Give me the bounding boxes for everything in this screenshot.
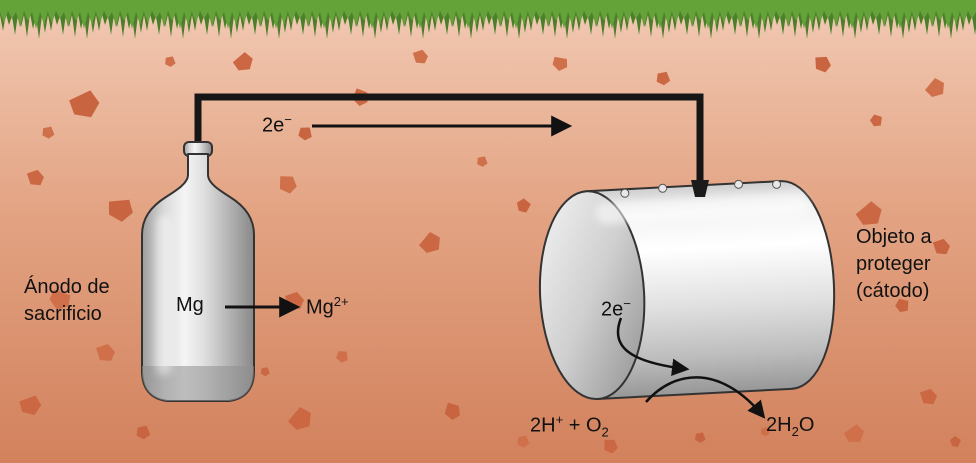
- sacrificial-anode-cylinder: [141, 141, 255, 402]
- anode-label: Ánodo de sacrificio: [24, 274, 110, 328]
- wire-electron-label: 2e−: [262, 106, 292, 140]
- anode-label-line1: Ánodo de: [24, 276, 110, 298]
- wire-clamp: [691, 180, 709, 197]
- mg-ion-sup: 2+: [333, 294, 349, 309]
- tank-left-end: [538, 190, 646, 401]
- tank-electron-label: 2e−: [601, 290, 631, 324]
- wire-electron-text: 2e: [262, 114, 285, 137]
- product-sub: 2: [791, 424, 799, 439]
- grass-strip: [0, 0, 976, 44]
- tank-electron-arrow: [616, 317, 690, 377]
- reactants-sub: 2: [601, 424, 609, 440]
- protected-tank: [538, 179, 836, 401]
- mg-ion-text: Mg: [306, 296, 334, 319]
- tank-body: [585, 180, 836, 401]
- reactants-part2: + O: [563, 414, 602, 437]
- cathode-label-line3: (cátodo): [856, 280, 930, 302]
- product-part1: 2H: [766, 414, 792, 436]
- mg-label: Mg: [176, 294, 204, 316]
- reduction-reaction-arrow: [645, 376, 766, 419]
- reactants-label: 2H+ + O2: [530, 406, 609, 446]
- cathode-label-line2: proteger: [856, 253, 931, 275]
- anode-base-shade: [142, 366, 254, 401]
- reactants-part1: 2H: [530, 414, 556, 437]
- cathode-label: Objeto a proteger (cátodo): [856, 224, 932, 305]
- anode-highlight: [156, 215, 172, 375]
- tank-electron-text: 2e: [601, 298, 624, 321]
- product-label: 2H2O: [766, 412, 814, 445]
- cathode-label-line1: Objeto a: [856, 226, 932, 248]
- reactants-sup: +: [555, 412, 564, 427]
- anode-label-line2: sacrificio: [24, 303, 102, 325]
- tank-electron-sup: −: [623, 296, 631, 311]
- product-part2: O: [798, 414, 815, 436]
- wire-electron-sup: −: [284, 112, 292, 127]
- tank-highlight: [595, 192, 808, 225]
- mg-ion-label: Mg2+: [306, 288, 349, 322]
- connecting-wire: [194, 93, 704, 198]
